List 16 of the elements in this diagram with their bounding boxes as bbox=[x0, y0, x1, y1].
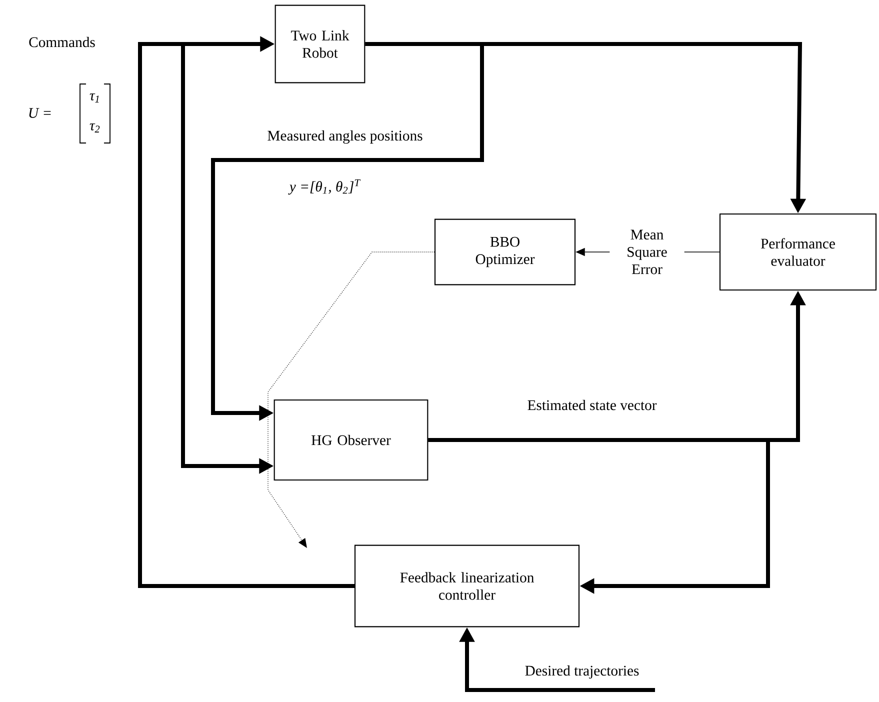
matrix-entry: τ$_{2}$ bbox=[90, 124, 100, 132]
signal-label: Commands bbox=[29, 36, 95, 48]
matrix-entry: τ$_{1}$ bbox=[90, 94, 99, 102]
arrow bbox=[268, 252, 435, 548]
edge-label: Desired trajectories bbox=[523, 664, 641, 680]
edge-label: Measured angles positions bbox=[266, 129, 424, 145]
edge-label: Estimated state vector bbox=[526, 398, 658, 412]
arrow bbox=[428, 438, 770, 594]
block-box: HG Observer bbox=[274, 399, 428, 481]
block-box: Feedback linearization controller bbox=[354, 544, 580, 628]
block-box: BBO Optimizer bbox=[434, 218, 576, 286]
edge-label: Mean Square Error bbox=[610, 228, 684, 276]
block-box: Performance evaluator bbox=[719, 213, 877, 291]
block-box: Two Link Robot bbox=[274, 4, 366, 84]
formula-label: y =[θ$_{1}$, θ$_{2}$]$^{T}$ bbox=[288, 179, 361, 195]
formula-label: U = bbox=[29, 108, 51, 118]
